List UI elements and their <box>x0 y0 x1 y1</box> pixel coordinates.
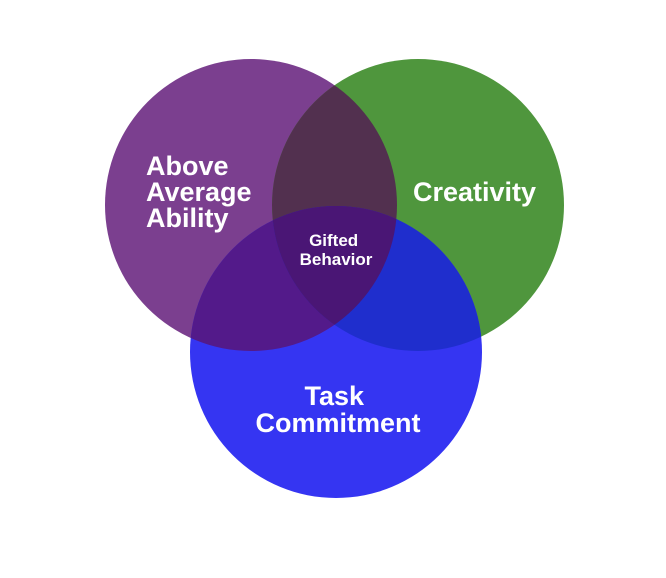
label-line: Average <box>146 177 252 207</box>
label-line: Task <box>304 381 365 411</box>
label-above-average-ability: Above Average Ability <box>146 151 259 233</box>
overlap-creativity-task <box>272 206 482 351</box>
label-line: Creativity <box>413 177 536 207</box>
label-creativity: Creativity <box>413 177 536 207</box>
overlap-ability-task <box>190 206 397 351</box>
label-line: Behavior <box>300 250 373 269</box>
label-line: Above <box>146 151 229 181</box>
label-line: Gifted <box>309 231 358 250</box>
label-gifted-behavior: Gifted Behavior <box>300 231 373 269</box>
label-task-commitment: Task Commitment <box>255 381 420 438</box>
label-line: Ability <box>146 203 229 233</box>
label-line: Commitment <box>255 408 420 438</box>
